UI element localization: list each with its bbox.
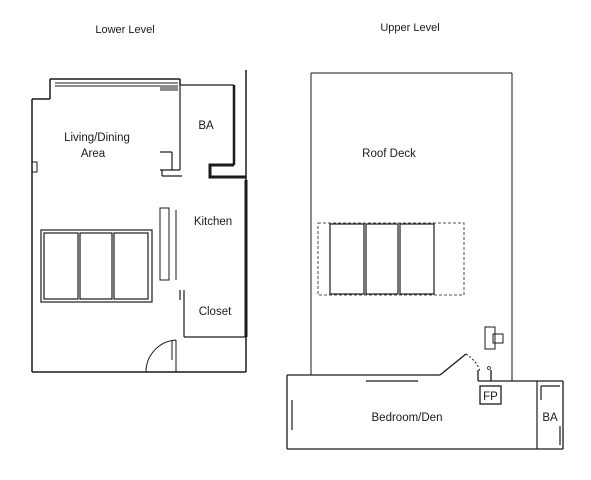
fireplace-label: FP xyxy=(483,391,498,403)
living-dining-label: Living/Dining xyxy=(64,132,130,144)
bedroom-door-swing xyxy=(465,353,481,373)
upper-level-plan: Upper Level xyxy=(286,22,564,450)
closet-label: Closet xyxy=(199,306,232,318)
upper-sliding-doors xyxy=(317,222,465,296)
entry-door-swing xyxy=(145,339,177,373)
lower-bathroom-walls xyxy=(160,84,234,177)
lower-level-plan: Lower Level xyxy=(31,24,248,373)
chimney-vent xyxy=(484,326,504,350)
roof-deck-label: Roof Deck xyxy=(362,148,416,160)
kitchen-label: Kitchen xyxy=(194,216,232,228)
lower-outer-walls xyxy=(31,70,247,373)
upper-bathroom-walls xyxy=(536,381,561,449)
bedroom-den-label: Bedroom/Den xyxy=(372,412,443,424)
lower-top-windows xyxy=(55,82,178,91)
lower-level-title: Lower Level xyxy=(95,24,154,36)
fireplace-box xyxy=(479,385,502,405)
lower-bathroom-label: BA xyxy=(198,120,214,132)
lower-bath-bottom-wall xyxy=(208,163,246,179)
roof-deck-outline xyxy=(310,72,513,381)
closet-walls xyxy=(179,290,246,338)
upper-bathroom-label: BA xyxy=(542,412,558,424)
lower-sliding-doors xyxy=(40,229,153,303)
bedroom-windows xyxy=(291,380,418,430)
door-knob xyxy=(487,366,491,370)
bedroom-outline xyxy=(286,353,564,450)
lower-left-stub xyxy=(31,161,38,173)
upper-level-title: Upper Level xyxy=(380,22,439,34)
kitchen-counter xyxy=(159,207,177,281)
living-dining-area-label: Area xyxy=(81,148,106,160)
